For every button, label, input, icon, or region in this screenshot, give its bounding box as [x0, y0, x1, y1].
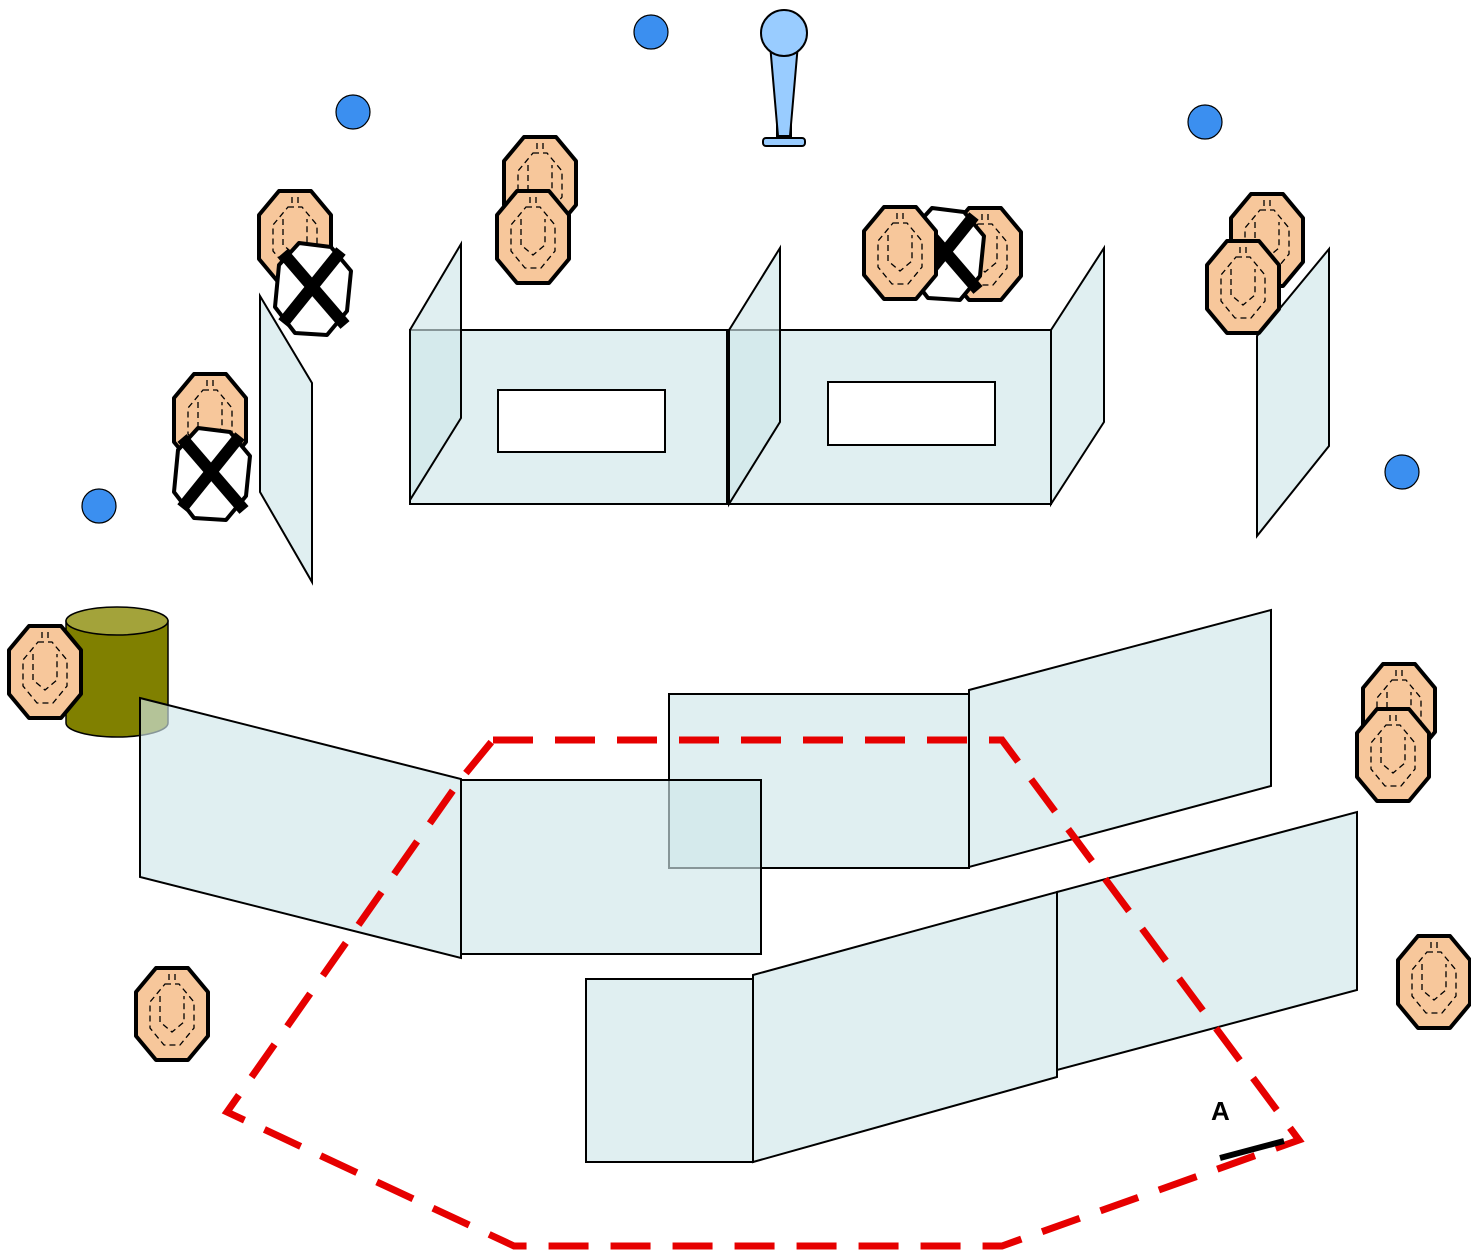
octagon-target-icon: [7, 624, 83, 720]
octagon-target-icon: [1396, 934, 1471, 1030]
pole-icon: [760, 9, 808, 147]
shooting-area-boundary: [221, 736, 1305, 1250]
wall-panel: [1256, 246, 1330, 539]
no-shoot-x-icon: [275, 243, 351, 335]
start-position: A: [1211, 1096, 1285, 1161]
wall-panel: [460, 779, 762, 955]
blue-dot-marker: [633, 14, 669, 50]
blue-dot-marker: [1384, 454, 1420, 490]
blue-dot-marker: [335, 94, 371, 130]
octagon-target-icon: [495, 189, 571, 285]
wall-window: [497, 389, 666, 453]
blue-markers: [81, 14, 1420, 524]
lower-wall-structure: [460, 608, 1358, 1164]
wall-panel: [585, 978, 754, 1163]
upper-wall-structure: [259, 240, 1330, 586]
wall-panel: [409, 240, 462, 504]
wall-panel: [968, 608, 1272, 869]
start-position-label: A: [1211, 1096, 1230, 1126]
wall-panel: [139, 696, 462, 960]
wall-panel: [752, 890, 1058, 1164]
wall-panel: [1056, 810, 1358, 1072]
no-shoot-x-icon: [174, 428, 250, 520]
octagon-target-icon: [862, 205, 938, 301]
wall-panel: [259, 292, 313, 586]
octagon-target-icon: [1205, 239, 1281, 335]
wall-window: [827, 381, 996, 446]
start-position-line: [1219, 1138, 1285, 1161]
blue-dot-marker: [81, 488, 117, 524]
octagon-target-icon: [134, 966, 210, 1062]
blue-dot-marker: [1187, 104, 1223, 140]
wall-panel: [1050, 244, 1105, 508]
wall-panel: [728, 244, 781, 508]
octagon-target-icon: [1355, 707, 1431, 803]
